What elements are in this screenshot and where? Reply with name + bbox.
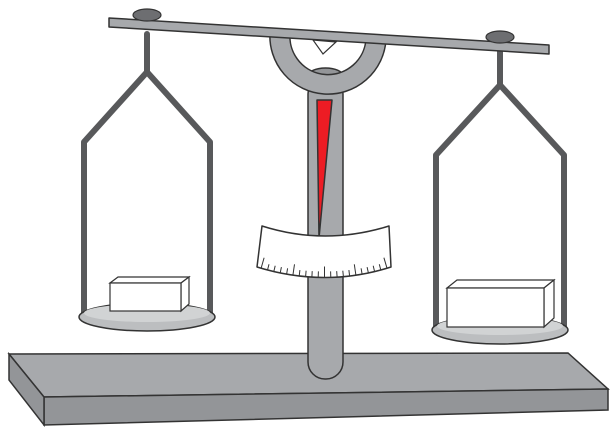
right-weight-block bbox=[447, 280, 554, 327]
right-block-front bbox=[447, 288, 544, 327]
left-beam-knob bbox=[133, 9, 161, 21]
beam-pivot-notch bbox=[313, 40, 336, 54]
left-block-top bbox=[110, 277, 189, 283]
right-pan-assembly bbox=[432, 38, 568, 344]
dial-tick bbox=[349, 270, 350, 276]
left-block-front bbox=[110, 283, 181, 311]
dial-tick bbox=[343, 271, 344, 277]
dial-tick bbox=[299, 270, 300, 276]
left-weight-block bbox=[110, 277, 189, 311]
left-pan-assembly bbox=[79, 34, 215, 331]
left-hanger bbox=[84, 34, 210, 317]
right-block-side bbox=[544, 280, 554, 327]
dial-tick bbox=[306, 271, 307, 277]
right-beam-knob bbox=[486, 31, 514, 43]
right-block-top bbox=[447, 280, 554, 288]
beam-assembly bbox=[109, 9, 549, 94]
